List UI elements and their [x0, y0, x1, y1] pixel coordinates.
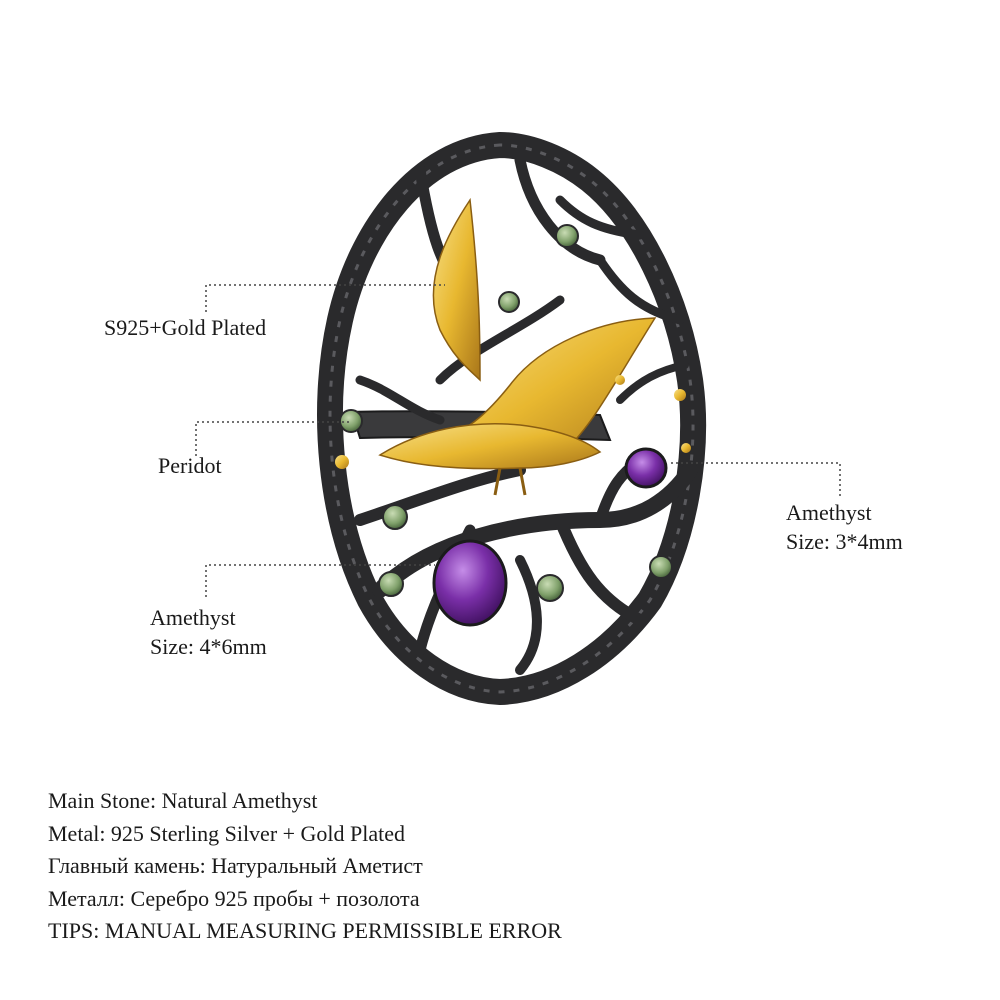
spec-metal-ru: Металл: Серебро 925 пробы + позолота	[48, 885, 420, 911]
callout-peridot: Peridot	[158, 451, 222, 480]
callout-main-amethyst-size: Size: 4*6mm	[150, 634, 267, 659]
spec-main-stone-ru: Главный камень: Натуральный Аметист	[48, 853, 423, 878]
gold-accent	[335, 455, 349, 469]
spec-tips: TIPS: MANUAL MEASURING PERMISSIBLE ERROR	[48, 918, 562, 943]
spec-main-stone: Main Stone: Natural Amethyst	[48, 788, 318, 813]
callout-metal-text: S925+Gold Plated	[104, 315, 267, 340]
callout-main-amethyst-name: Amethyst	[150, 605, 236, 630]
gold-bird	[378, 197, 657, 496]
gold-accent	[681, 443, 691, 453]
gold-accent	[674, 389, 686, 401]
callout-small-amethyst: Amethyst Size: 3*4mm	[786, 498, 903, 556]
callout-metal: S925+Gold Plated	[104, 313, 266, 342]
callout-small-amethyst-size: Size: 3*4mm	[786, 529, 903, 554]
callout-main-amethyst: Amethyst Size: 4*6mm	[150, 603, 267, 661]
product-specs: Main Stone: Natural Amethyst Metal: 925 …	[48, 785, 562, 948]
spec-metal: Metal: 925 Sterling Silver + Gold Plated	[48, 820, 406, 846]
callout-peridot-text: Peridot	[158, 453, 222, 478]
gold-accent	[615, 375, 625, 385]
ring-illustration	[317, 132, 707, 705]
callout-small-amethyst-name: Amethyst	[786, 500, 872, 525]
